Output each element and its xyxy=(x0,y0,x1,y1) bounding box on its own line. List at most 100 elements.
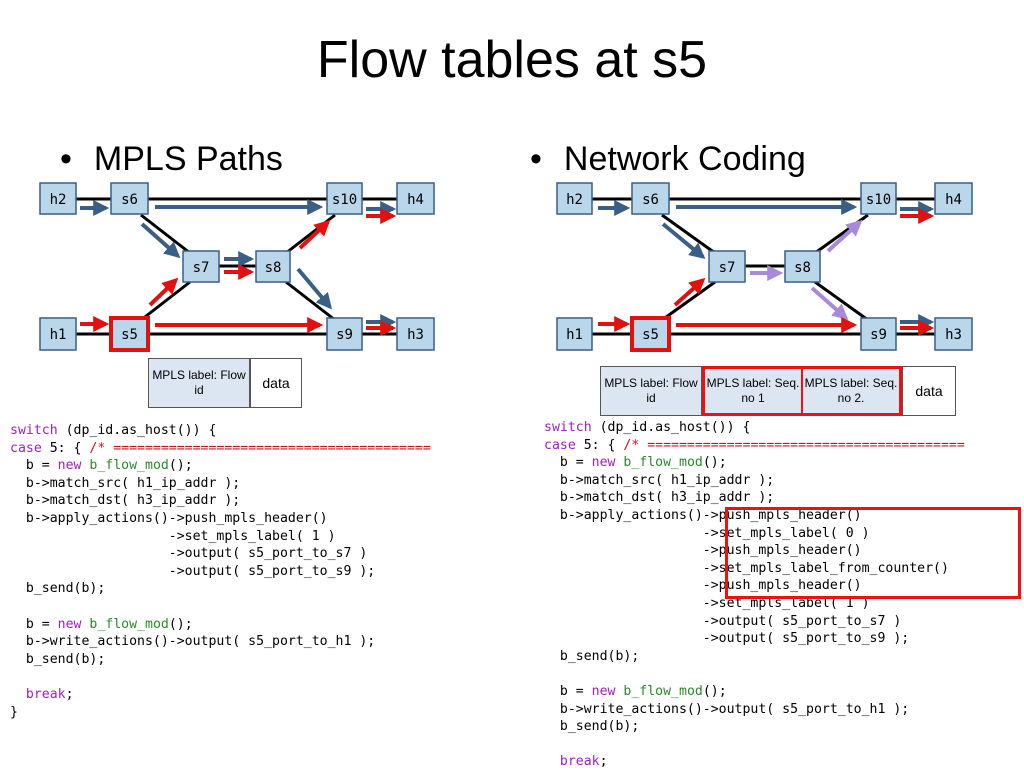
code-line: ->output( s5_port_to_s7 ) xyxy=(10,546,368,562)
left-packet: MPLS label: Flow id data xyxy=(148,358,302,408)
node-h2: h2 xyxy=(556,182,593,215)
code-line: switch (dp_id.as_host()) { xyxy=(10,423,217,438)
right-links xyxy=(592,197,935,336)
code-line: b->match_src( h1_ip_addr ); xyxy=(10,475,241,491)
code-line: b = new b_flow_mod(); xyxy=(544,455,727,471)
svg-text:h4: h4 xyxy=(945,192,962,208)
bullet-label: MPLS Paths xyxy=(93,140,283,178)
svg-text:s9: s9 xyxy=(870,327,887,343)
code-line: b->match_src( h1_ip_addr ); xyxy=(544,472,775,488)
svg-text:s8: s8 xyxy=(794,260,811,276)
svg-text:h1: h1 xyxy=(566,327,583,343)
svg-text:s10: s10 xyxy=(866,192,891,208)
code-line: b->write_actions()->output( s5_port_to_h… xyxy=(10,634,376,650)
right-code-block: switch (dp_id.as_host()) { case 5: { /* … xyxy=(544,419,1024,771)
code-line: ->output( s5_port_to_s7 ) xyxy=(544,613,902,629)
packet-field-flow-id: MPLS label: Flow id xyxy=(148,358,250,408)
code-line: } xyxy=(10,704,18,720)
node-s9: s9 xyxy=(860,317,897,351)
arrow xyxy=(673,277,706,307)
code-line: ->push_mpls_header() xyxy=(544,543,862,559)
node-h1: h1 xyxy=(39,317,77,351)
node-s7: s7 xyxy=(182,250,220,283)
code-line: ->set_mpls_label_from_counter() xyxy=(544,560,949,576)
right-arrows xyxy=(598,199,935,336)
code-line: b_send(b); xyxy=(544,719,640,735)
svg-text:s6: s6 xyxy=(642,192,659,208)
code-line: b_send(b); xyxy=(10,651,106,667)
left-links xyxy=(76,197,397,336)
packet-field-seq-2: MPLS label: Seq. no 2. xyxy=(802,366,902,416)
node-s10: s10 xyxy=(326,182,363,215)
svg-text:h3: h3 xyxy=(407,327,424,343)
svg-text:s8: s8 xyxy=(265,260,282,276)
node-s6: s6 xyxy=(110,182,149,215)
code-line: b = new b_flow_mod(); xyxy=(544,683,727,699)
bullet-network-coding: •Network Coding xyxy=(530,140,806,178)
code-line: ->set_mpls_label( 0 ) xyxy=(544,525,870,541)
svg-text:h4: h4 xyxy=(407,192,424,208)
svg-text:h2: h2 xyxy=(50,192,67,208)
code-line: b = new b_flow_mod(); xyxy=(10,616,193,632)
arrow xyxy=(148,277,179,307)
right-packet: MPLS label: Flow id MPLS label: Seq. no … xyxy=(600,366,956,416)
arrow xyxy=(810,286,849,321)
code-line: ->push_mpls_header() xyxy=(544,578,862,594)
bullet-mpls-paths: •MPLS Paths xyxy=(60,140,283,178)
svg-text:s7: s7 xyxy=(719,260,736,276)
code-line: b->match_dst( h3_ip_addr ); xyxy=(544,490,775,506)
packet-field-data: data xyxy=(250,358,302,408)
arrow xyxy=(826,219,863,253)
node-s7: s7 xyxy=(708,250,746,283)
code-line: switch (dp_id.as_host()) { xyxy=(544,420,751,435)
bullet-label: Network Coding xyxy=(563,140,806,178)
left-arrows xyxy=(80,199,397,336)
packet-field-data: data xyxy=(902,366,956,416)
node-s9: s9 xyxy=(326,317,363,351)
code-line: b->apply_actions()->push_mpls_header() xyxy=(544,507,862,523)
code-line: b = new b_flow_mod(); xyxy=(10,458,193,474)
code-line: b->apply_actions()->push_mpls_header() xyxy=(10,510,328,526)
packet-field-seq-1: MPLS label: Seq. no 1 xyxy=(702,366,802,416)
arrow xyxy=(298,219,331,250)
node-h1: h1 xyxy=(556,317,593,351)
arrow xyxy=(296,267,333,310)
svg-text:s5: s5 xyxy=(121,327,138,343)
node-s6: s6 xyxy=(631,182,670,215)
svg-text:s6: s6 xyxy=(121,192,138,208)
code-line: b->match_dst( h3_ip_addr ); xyxy=(10,493,241,509)
node-h3: h3 xyxy=(396,317,435,351)
code-line: b_send(b); xyxy=(544,648,640,664)
code-line: b->write_actions()->output( s5_port_to_h… xyxy=(544,701,910,717)
node-s10: s10 xyxy=(860,182,897,215)
svg-text:s9: s9 xyxy=(336,327,353,343)
node-s8: s8 xyxy=(255,250,291,283)
code-line: break; xyxy=(25,686,74,702)
svg-text:s7: s7 xyxy=(193,260,210,276)
node-s5: s5 xyxy=(630,316,671,352)
code-line: ->output( s5_port_to_s9 ); xyxy=(10,563,376,579)
code-highlight-box xyxy=(725,507,1021,599)
code-line: b_send(b); xyxy=(10,581,106,597)
code-line: case 5: { /* ===========================… xyxy=(544,437,965,453)
node-s8: s8 xyxy=(784,250,821,283)
arrow xyxy=(661,222,706,260)
arrow xyxy=(140,222,181,259)
code-line: ->set_mpls_label( 1 ) xyxy=(10,528,336,544)
code-line: break; xyxy=(559,754,608,770)
node-h3: h3 xyxy=(934,317,973,351)
code-line: ->set_mpls_label( 1 ) xyxy=(544,595,870,611)
svg-text:h2: h2 xyxy=(566,192,583,208)
code-line: case 5: { /* ===========================… xyxy=(10,440,431,456)
code-line: ->output( s5_port_to_s9 ); xyxy=(544,631,910,647)
node-h4: h4 xyxy=(934,182,973,215)
svg-text:h3: h3 xyxy=(945,327,962,343)
node-h2: h2 xyxy=(39,182,77,215)
node-h4: h4 xyxy=(396,182,435,215)
left-code-block: switch (dp_id.as_host()) { case 5: { /* … xyxy=(10,422,448,721)
node-s5: s5 xyxy=(109,316,150,352)
page-title: Flow tables at s5 xyxy=(316,31,708,89)
svg-text:h1: h1 xyxy=(50,327,67,343)
svg-text:s5: s5 xyxy=(642,327,659,343)
